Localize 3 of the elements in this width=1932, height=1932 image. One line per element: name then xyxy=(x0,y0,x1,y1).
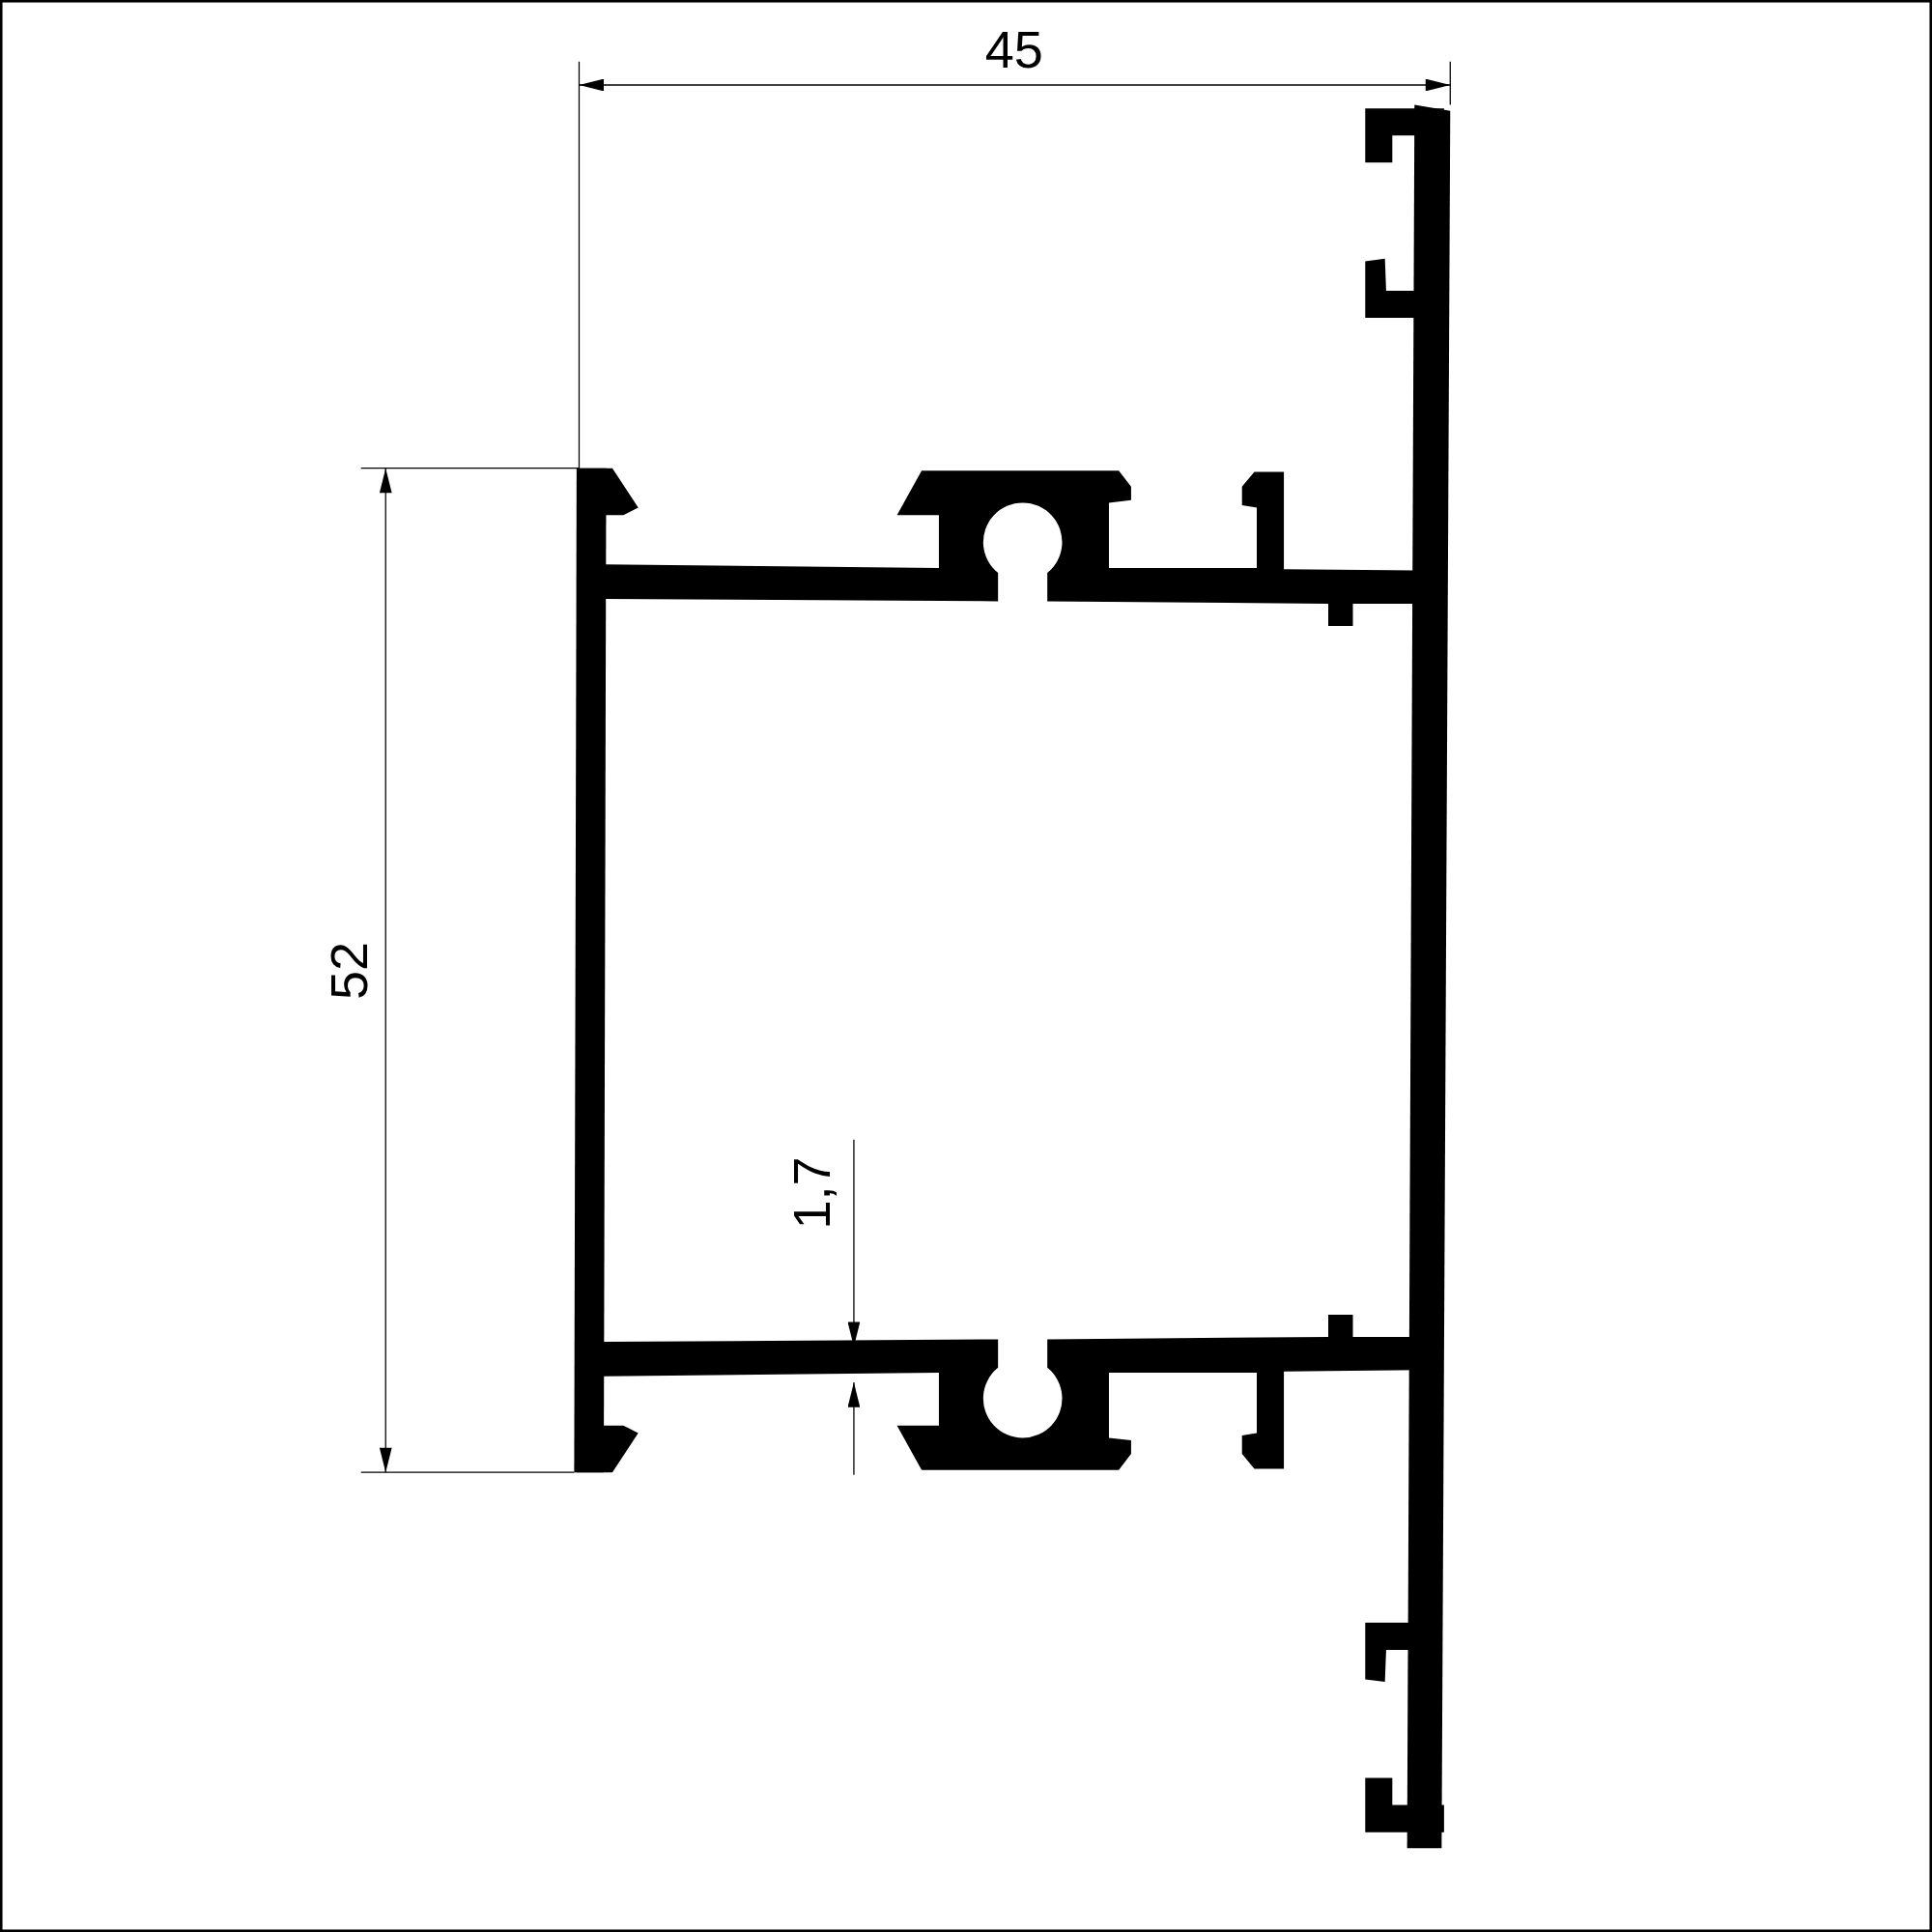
dimension-value: 1,7 xyxy=(784,1156,838,1230)
dimension-value: 45 xyxy=(984,23,1043,75)
dimension-value: 52 xyxy=(323,942,375,1001)
